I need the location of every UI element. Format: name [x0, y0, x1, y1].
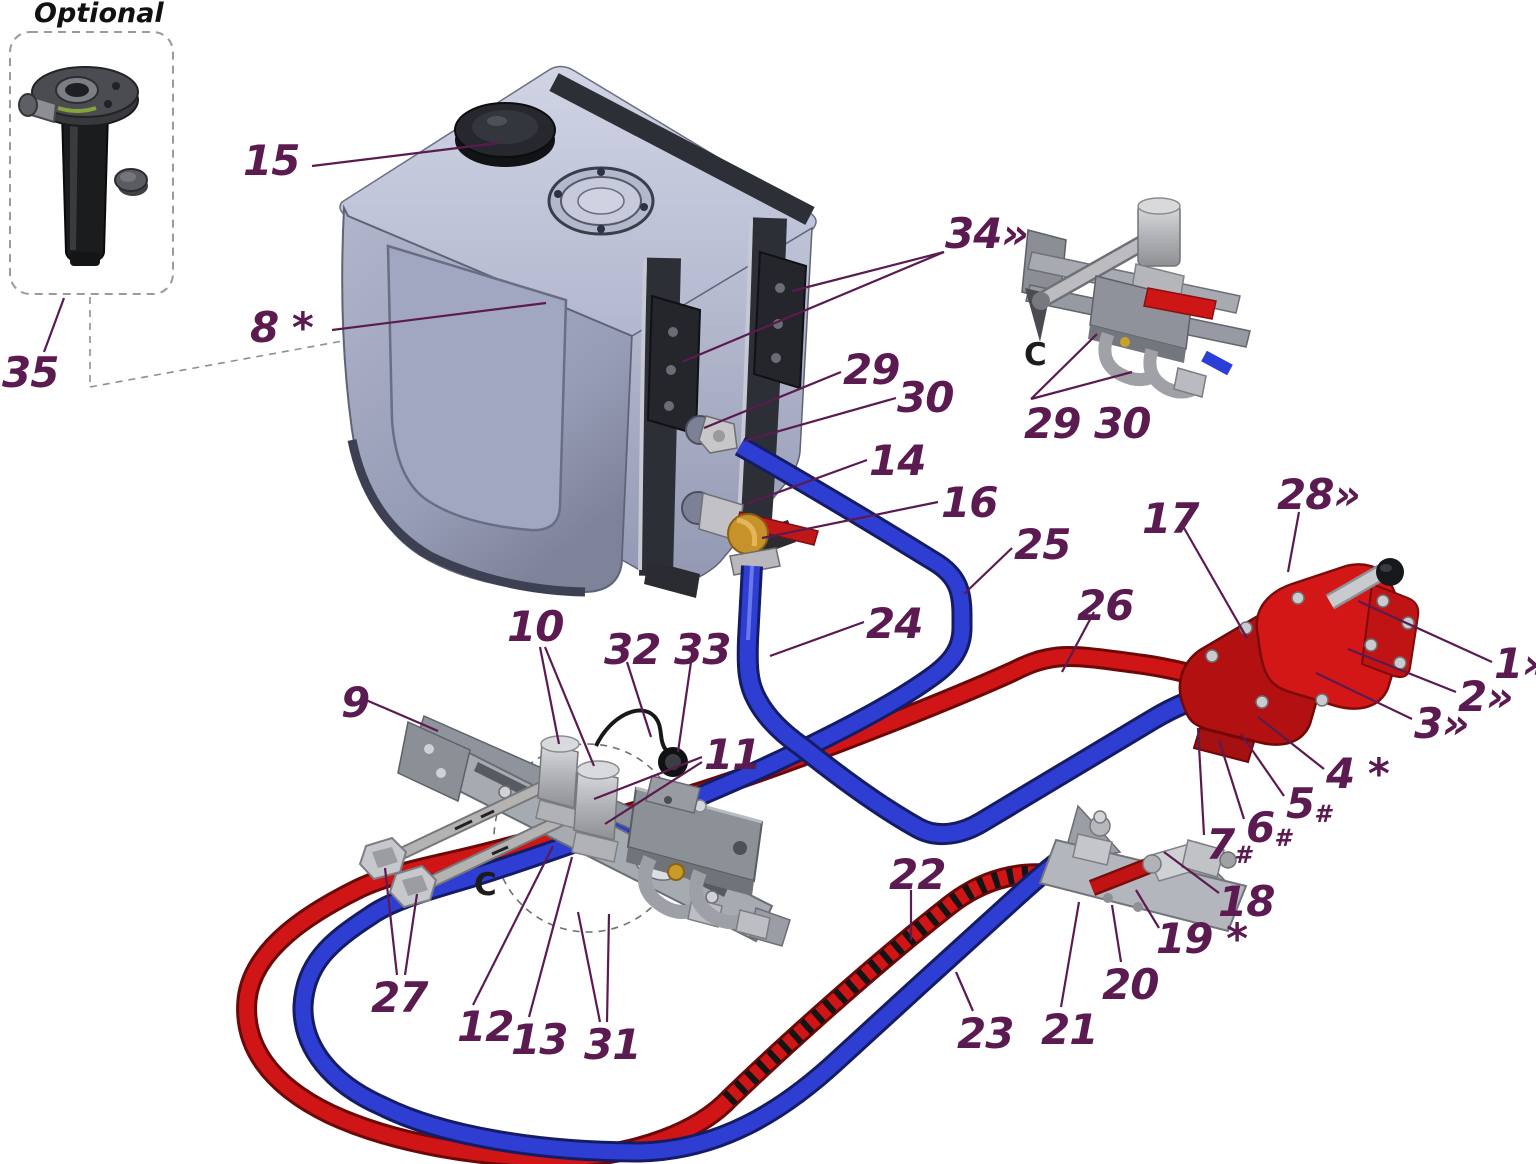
callout-29-30: 29 30 [1024, 399, 1152, 448]
callout-28: 28» [1277, 470, 1361, 519]
callout-10: 10 [507, 602, 564, 651]
cable-grommet [645, 747, 701, 814]
detail-view-c-assembly [1021, 197, 1251, 399]
callout-19: 19 * [1156, 914, 1248, 963]
hydraulic-oil-tank [339, 65, 819, 598]
callout-30: 30 [897, 373, 954, 422]
callout-24: 24 [866, 599, 923, 648]
callout-29: 29 [843, 345, 900, 394]
callout-35: 35 [2, 348, 59, 397]
pump-drive-shaft [1325, 558, 1404, 610]
callout-33: 33 [674, 625, 731, 674]
hose-union-fitting [388, 864, 438, 909]
callout-26: 26 [1077, 581, 1134, 630]
callout-27: 27 [371, 973, 428, 1022]
blue-hose-end-fitting [1072, 833, 1113, 866]
callout-17: 17 [1142, 494, 1199, 543]
callout-11: 11 [704, 730, 761, 779]
detail-c-letter-main: C [474, 867, 497, 903]
callout-34: 34» [945, 209, 1029, 258]
optional-inset-box [9, 31, 174, 295]
tank-access-plate [547, 166, 655, 236]
callout-3: 3» [1414, 699, 1470, 748]
pump-flange [1360, 582, 1420, 678]
callout-23: 23 [957, 1009, 1014, 1058]
detail-c-letter-detail: C [1024, 337, 1047, 373]
callout-32: 32 [604, 625, 661, 674]
callout-15: 15 [243, 136, 300, 185]
callout-5: 5# [1286, 779, 1331, 828]
callout-1: 1» [1494, 639, 1536, 688]
valve-cylinder [535, 735, 580, 829]
callout-9: 9 [341, 678, 370, 727]
manifold-bracket-assembly [358, 708, 791, 947]
callout-16: 16 [941, 478, 998, 527]
callout-31: 31 [584, 1020, 641, 1069]
detail-blue-hose-stub [1201, 350, 1233, 376]
tank-mounting-bracket [646, 294, 702, 436]
manifold-elbow [689, 869, 771, 940]
callout-22: 22 [889, 850, 946, 899]
callout-2: 2» [1458, 672, 1514, 721]
optional-title: Optional [34, 0, 164, 29]
callout-6: 6# [1246, 803, 1291, 852]
callout-4: 4 * [1326, 749, 1390, 798]
hydraulic-pump-assembly [1178, 558, 1420, 764]
brass-plug [667, 863, 685, 881]
callout-20: 20 [1102, 960, 1159, 1009]
brass-elbow [727, 513, 769, 555]
callout-18: 18 [1218, 877, 1275, 926]
callout-7: 7# [1206, 820, 1251, 869]
suction-strainer [18, 66, 139, 266]
tank-top-strap [549, 73, 815, 225]
blue-suction-hose [736, 565, 1219, 845]
solenoid-cable [594, 708, 668, 752]
callout-21: 21 [1041, 1005, 1098, 1054]
filler-cap [454, 102, 556, 167]
blue-return-hose [292, 436, 1076, 1163]
strainer-plug [114, 168, 148, 196]
callout-25: 25 [1014, 520, 1071, 569]
quick-coupler-bracket [1038, 804, 1248, 933]
callout-12: 12 [457, 1002, 514, 1051]
detail-red-hose-stub [1143, 287, 1217, 320]
callout-13: 13 [511, 1015, 568, 1064]
callout-14: 14 [869, 436, 926, 485]
callout-leader-lines [42, 141, 1493, 1023]
callout-8: 8 * [250, 303, 314, 352]
hose-union-fitting [358, 836, 408, 881]
valve-cylinder [571, 760, 620, 863]
